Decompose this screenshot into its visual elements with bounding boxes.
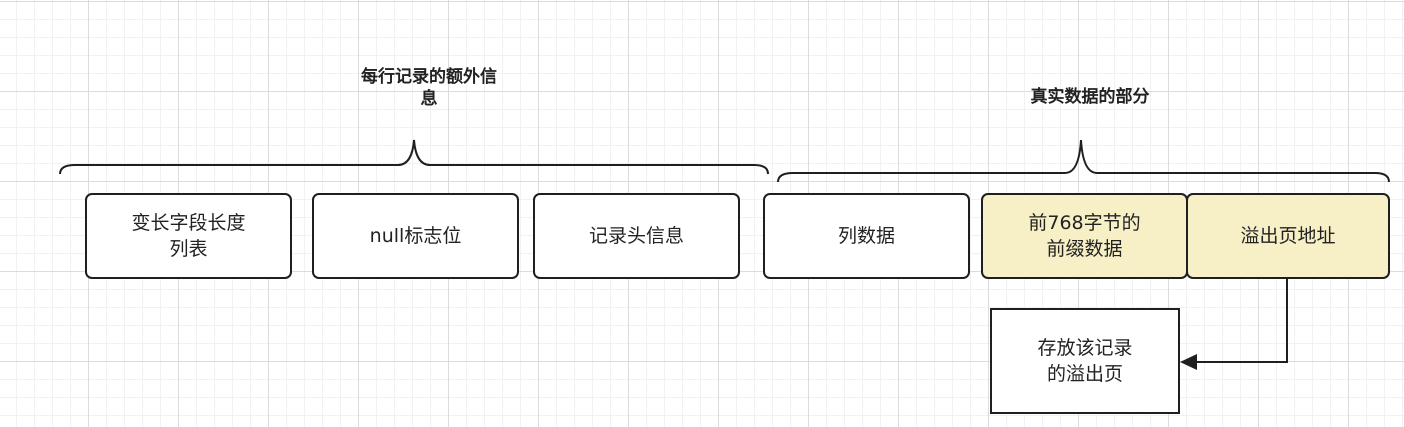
prefix-768-box: 前768字节的 前缀数据 bbox=[981, 193, 1188, 279]
null-flag-box: null标志位 bbox=[312, 193, 519, 279]
varlen-field-list-box: 变长字段长度 列表 bbox=[85, 193, 292, 279]
record-header-box: 记录头信息 bbox=[533, 193, 740, 279]
overflow-connector-line bbox=[1195, 278, 1288, 363]
overflow-arrowhead bbox=[1180, 354, 1197, 370]
overflow-page-box: 存放该记录 的溢出页 bbox=[990, 308, 1180, 414]
real-data-heading: 真实数据的部分 bbox=[1030, 87, 1150, 107]
overflow-address-box: 溢出页地址 bbox=[1186, 193, 1390, 279]
extra-info-heading: 每行记录的额外信 息 bbox=[361, 67, 497, 109]
right-curly-brace bbox=[777, 139, 1390, 183]
left-curly-brace bbox=[59, 139, 769, 175]
column-data-box: 列数据 bbox=[763, 193, 970, 279]
